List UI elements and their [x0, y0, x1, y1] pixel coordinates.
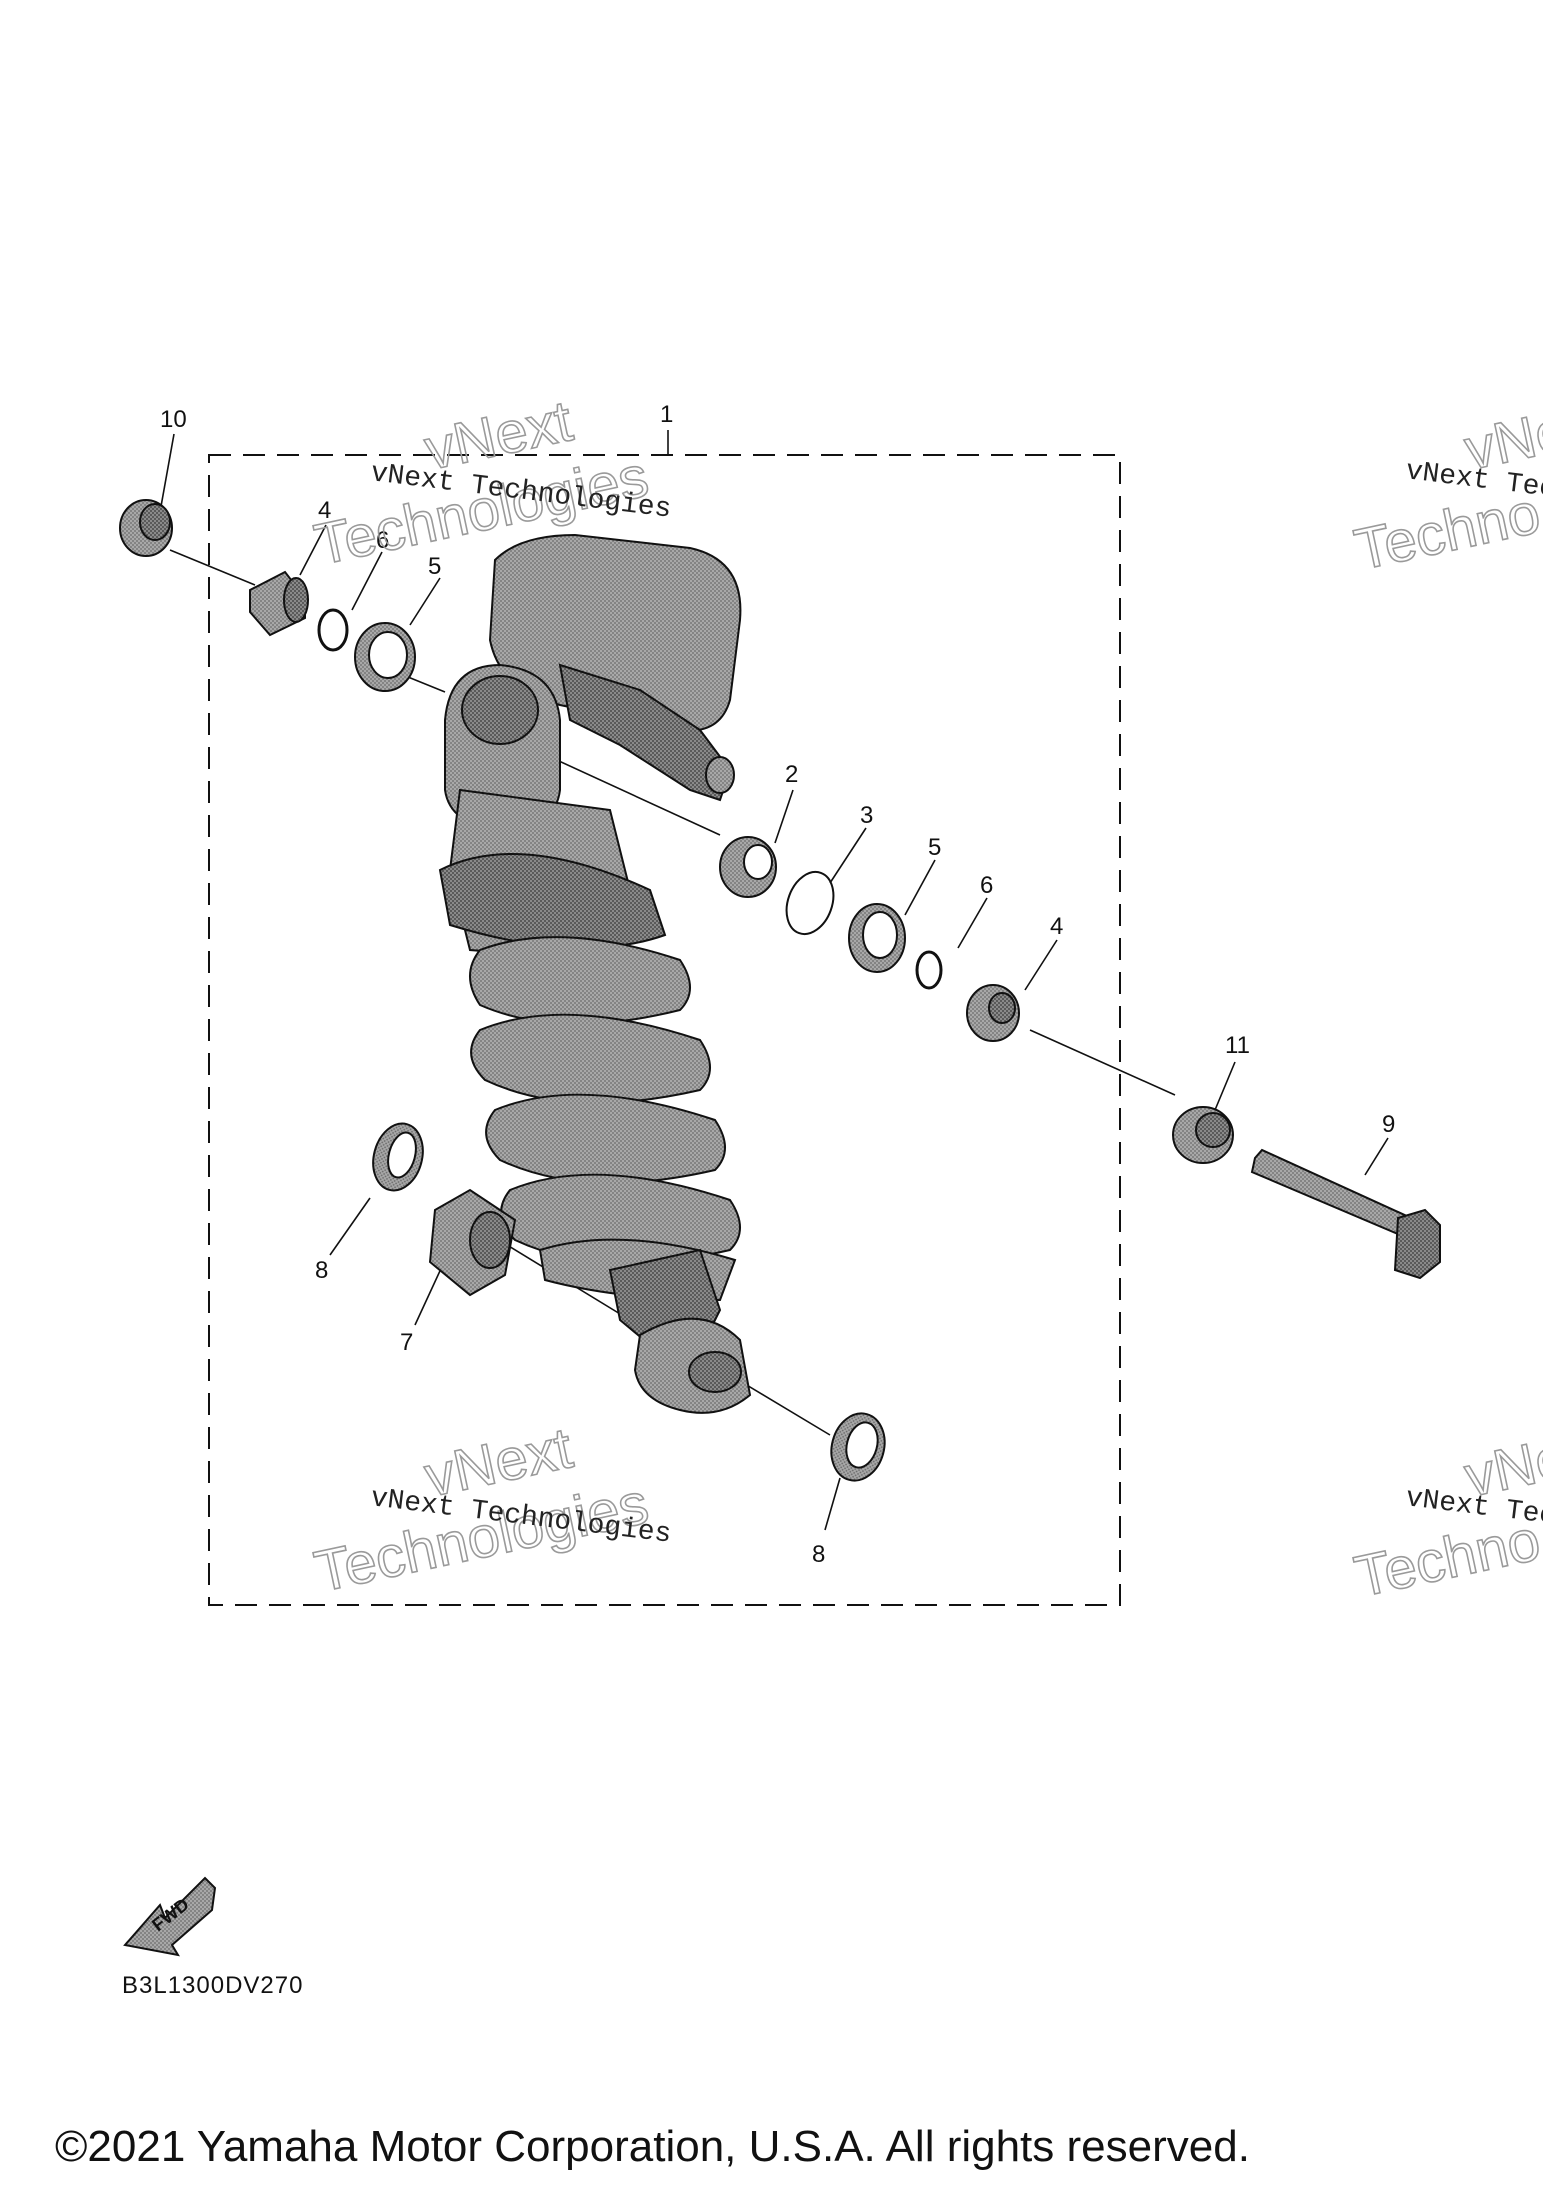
callout-3: 3 [860, 802, 873, 829]
part-4-lower-bushing [966, 984, 1020, 1042]
watermark-upper-right: vNe Techno vNext Tec [1348, 397, 1543, 584]
callout-10: 10 [160, 406, 187, 433]
part-2-collar [719, 836, 777, 898]
diagram-code: B3L1300DV270 [122, 1972, 304, 1999]
part-6-lower-circlip [915, 950, 943, 990]
part-5-upper-seal [354, 622, 416, 692]
part-8-left-washer [372, 1122, 424, 1192]
callout-11: 11 [1225, 1032, 1250, 1059]
part-5-lower-seal [848, 903, 906, 973]
callout-4-upper: 4 [318, 497, 331, 524]
part-8-right-washer [830, 1412, 886, 1482]
part-11-collar [1172, 1106, 1234, 1164]
callout-9: 9 [1382, 1111, 1395, 1138]
part-7-bearing [428, 1188, 517, 1297]
part-3-o-ring [785, 871, 835, 935]
callout-4-lower: 4 [1050, 913, 1063, 940]
callout-7: 7 [400, 1329, 413, 1356]
part-4-upper-bushing [249, 570, 309, 637]
shock-absorber-assembly [438, 533, 752, 1414]
watermark-lower-right: vNe Techno vNext Tec [1348, 1424, 1543, 1611]
fwd-arrow-icon: FWD [123, 1876, 217, 1957]
callout-6-lower: 6 [980, 872, 993, 899]
part-6-upper-circlip [317, 608, 349, 652]
callout-1: 1 [660, 401, 673, 428]
callout-5-lower: 5 [928, 834, 941, 861]
part-10-collar [119, 499, 173, 557]
callout-8-left: 8 [315, 1257, 328, 1284]
callout-2: 2 [785, 761, 798, 788]
callout-6-upper: 6 [376, 527, 389, 554]
callout-numbers: 1 10 4 6 5 2 3 5 6 4 11 9 8 7 8 [160, 401, 1395, 1568]
assembly-boundary-box [208, 454, 1121, 1606]
callout-5-upper: 5 [428, 553, 441, 580]
copyright-notice: ©2021 Yamaha Motor Corporation, U.S.A. A… [55, 2122, 1250, 2171]
callout-8-right: 8 [812, 1541, 825, 1568]
leader-lines [159, 430, 1389, 1531]
watermark-lower-left: vNext Technologies vNext Technologies [308, 1415, 672, 1606]
part-9-bolt [1250, 1148, 1441, 1280]
